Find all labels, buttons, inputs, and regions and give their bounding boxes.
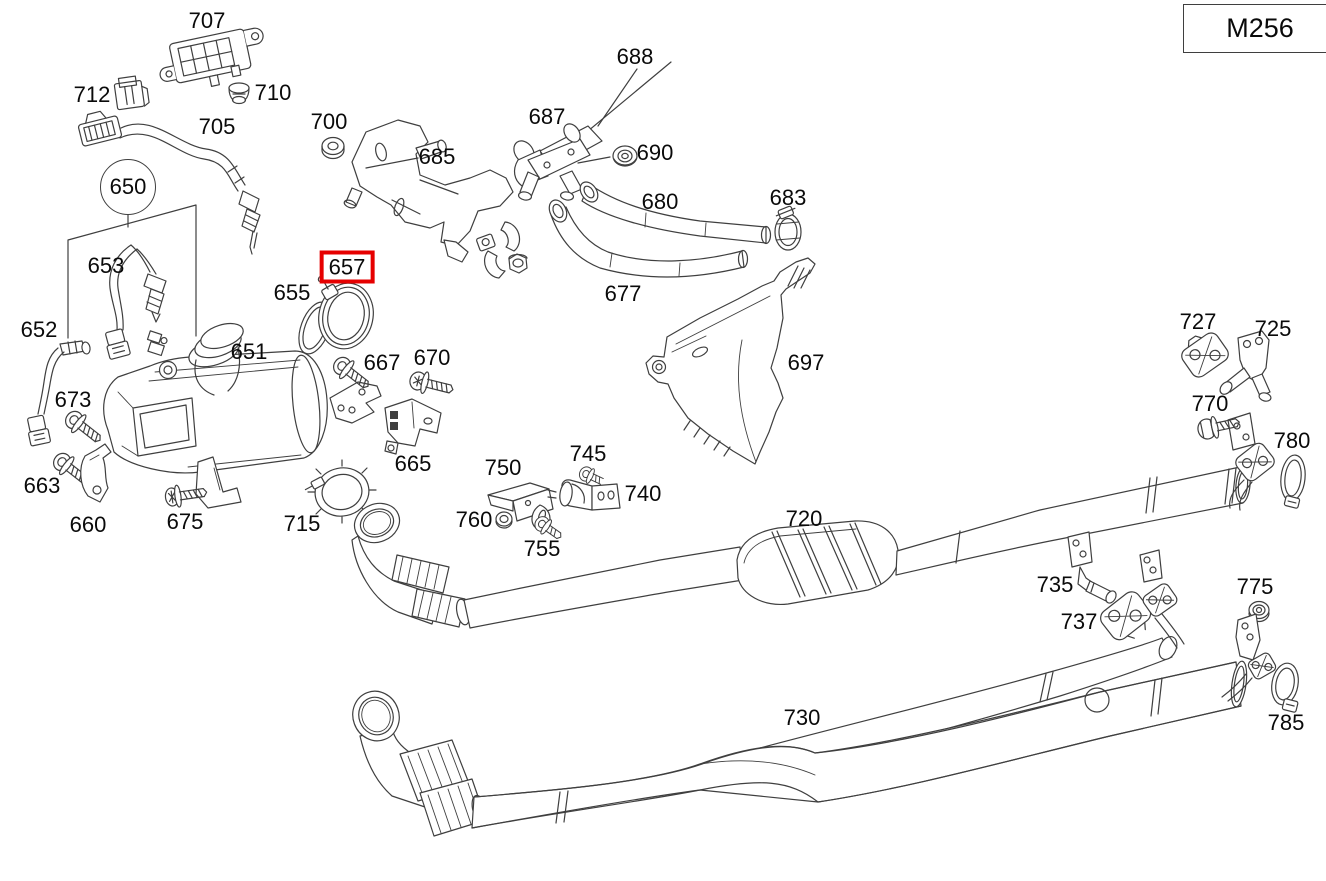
part-drawing-697: [645, 257, 816, 465]
part-drawing-705: [77, 110, 261, 255]
part-drawing-675: [164, 484, 208, 508]
part-drawing-740: [547, 479, 621, 511]
part-drawing-750: [487, 482, 554, 530]
part-drawing-651: [103, 322, 382, 509]
part-drawing-775: [1221, 600, 1277, 702]
part-callout-707[interactable]: 707: [188, 8, 226, 33]
part-callout-735[interactable]: 735: [1036, 572, 1074, 597]
part-callout-710[interactable]: 710: [254, 80, 292, 105]
part-drawing-707: [159, 27, 264, 87]
part-callout-653[interactable]: 653: [87, 253, 125, 278]
part-drawing-rear-hanger-720: [1227, 412, 1275, 511]
part-callout-715[interactable]: 715: [283, 511, 321, 536]
part-drawing-hanger-737: [1139, 549, 1185, 649]
engine-code-label: M256: [1226, 13, 1294, 43]
part-callout-730[interactable]: 730: [783, 705, 821, 730]
part-drawing-770: [1197, 415, 1240, 440]
part-drawing-780: [1280, 454, 1306, 509]
part-callout-760[interactable]: 760: [455, 507, 493, 532]
part-callout-673[interactable]: 673: [54, 387, 92, 412]
part-drawing-727: [1181, 332, 1229, 378]
part-drawing-730: [352, 636, 1248, 837]
part-callout-683[interactable]: 683: [769, 185, 807, 210]
part-callout-687[interactable]: 687: [528, 104, 566, 129]
part-callout-650[interactable]: 650: [100, 159, 156, 215]
part-callout-685[interactable]: 685: [418, 144, 456, 169]
part-callout-670[interactable]: 670: [413, 345, 451, 370]
part-drawing-720: [351, 466, 1251, 629]
part-drawing-687: [513, 123, 603, 201]
part-callout-688[interactable]: 688: [616, 44, 654, 69]
part-drawing-673: [65, 410, 101, 443]
part-callout-720[interactable]: 720: [785, 506, 823, 531]
part-callout-660[interactable]: 660: [69, 512, 107, 537]
part-drawing-652: [27, 340, 91, 447]
part-callout-652[interactable]: 652: [20, 317, 58, 342]
part-callout-705[interactable]: 705: [198, 114, 236, 139]
part-drawing-683: [774, 205, 802, 251]
part-drawing-735: [1067, 531, 1117, 604]
part-callout-712[interactable]: 712: [73, 82, 111, 107]
part-callout-740[interactable]: 740: [624, 481, 662, 506]
part-callout-663[interactable]: 663: [23, 473, 61, 498]
part-callout-665[interactable]: 665: [394, 451, 432, 476]
part-callout-745[interactable]: 745: [569, 441, 607, 466]
part-callout-657[interactable]: 657: [319, 250, 375, 284]
part-callout-780[interactable]: 780: [1273, 428, 1311, 453]
part-drawing-712: [113, 75, 150, 111]
part-callout-680[interactable]: 680: [641, 189, 679, 214]
part-drawing-710: [228, 82, 250, 105]
part-callout-750[interactable]: 750: [484, 455, 522, 480]
part-callout-677[interactable]: 677: [604, 281, 642, 306]
part-drawing-660: [80, 443, 112, 503]
part-drawing-760: [495, 511, 513, 529]
part-callout-770[interactable]: 770: [1191, 391, 1229, 416]
part-callout-700[interactable]: 700: [310, 109, 348, 134]
part-drawing-680: [579, 181, 772, 245]
part-callout-667[interactable]: 667: [363, 350, 401, 375]
part-callout-655[interactable]: 655: [273, 280, 311, 305]
part-callout-690[interactable]: 690: [636, 140, 674, 165]
part-callout-725[interactable]: 725: [1254, 316, 1292, 341]
part-drawing-755: [534, 516, 562, 539]
part-callout-737[interactable]: 737: [1060, 609, 1098, 634]
part-drawing-665: [384, 398, 442, 455]
part-drawing-653: [105, 244, 167, 360]
part-drawing-700: [321, 136, 345, 160]
part-drawing-657: [317, 274, 374, 350]
part-drawing-785: [1271, 662, 1299, 713]
part-callout-697[interactable]: 697: [787, 350, 825, 375]
part-callout-775[interactable]: 775: [1236, 574, 1274, 599]
part-callout-755[interactable]: 755: [523, 536, 561, 561]
part-drawing-677: [548, 199, 749, 278]
part-drawing-745: [578, 466, 604, 485]
part-callout-675[interactable]: 675: [166, 509, 204, 534]
part-drawing-690: [612, 145, 638, 167]
part-drawing-725: [1219, 330, 1272, 402]
part-drawing-685: [343, 119, 514, 263]
part-drawing-695: [508, 253, 528, 274]
part-callout-727[interactable]: 727: [1179, 309, 1217, 334]
engine-code-box: M256: [1183, 4, 1326, 53]
part-drawing-667: [333, 356, 369, 389]
part-callout-651[interactable]: 651: [230, 339, 268, 364]
part-callout-785[interactable]: 785: [1267, 710, 1305, 735]
part-drawing-670: [409, 371, 454, 394]
part-drawing-693: [476, 221, 521, 279]
